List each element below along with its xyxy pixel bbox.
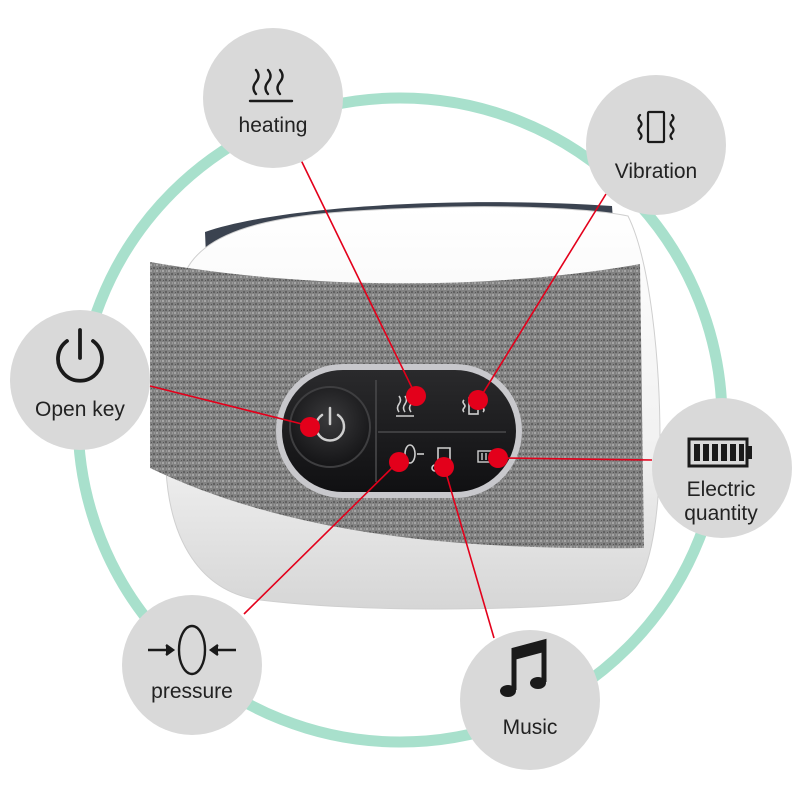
pointer-line-open-key	[149, 385, 311, 427]
label-pressure: pressure	[151, 680, 233, 703]
power-button[interactable]	[289, 386, 371, 468]
pointer-line-electric	[499, 457, 653, 461]
bubble-music	[460, 630, 600, 770]
label-heating: heating	[238, 114, 308, 137]
battery-icon	[687, 437, 752, 468]
label-electric-quantity: Electric quantity	[656, 478, 786, 526]
power-icon	[56, 328, 104, 383]
vibration-phone-icon	[637, 110, 675, 144]
pointer-line-pressure	[243, 461, 399, 615]
bubble-electric	[652, 398, 792, 538]
heat-waves-icon	[248, 68, 294, 103]
pointer-dot-electric	[488, 448, 508, 468]
pointer-dots	[300, 386, 508, 477]
pointer-lines	[149, 157, 653, 639]
label-electric-line1: Electric	[686, 478, 756, 501]
bubble-vibration	[586, 75, 726, 215]
pointer-dot-vibration	[468, 390, 488, 410]
pointer-dot-open-key	[300, 417, 320, 437]
label-vibration: Vibration	[614, 160, 698, 183]
label-open-key: Open key	[35, 398, 125, 421]
label-electric-line2: quantity	[684, 502, 758, 525]
pressure-icon	[148, 624, 236, 676]
label-music: Music	[502, 716, 558, 739]
music-note-icon	[500, 638, 547, 697]
pointer-dot-heating	[406, 386, 426, 406]
pointer-line-vibration	[479, 193, 607, 399]
pointer-dot-pressure	[389, 452, 409, 472]
bubble-pressure	[122, 595, 262, 735]
pointer-line-music	[443, 465, 495, 639]
pointer-dot-music	[434, 457, 454, 477]
bubble-heating	[203, 28, 343, 168]
pointer-line-heating	[299, 157, 417, 397]
